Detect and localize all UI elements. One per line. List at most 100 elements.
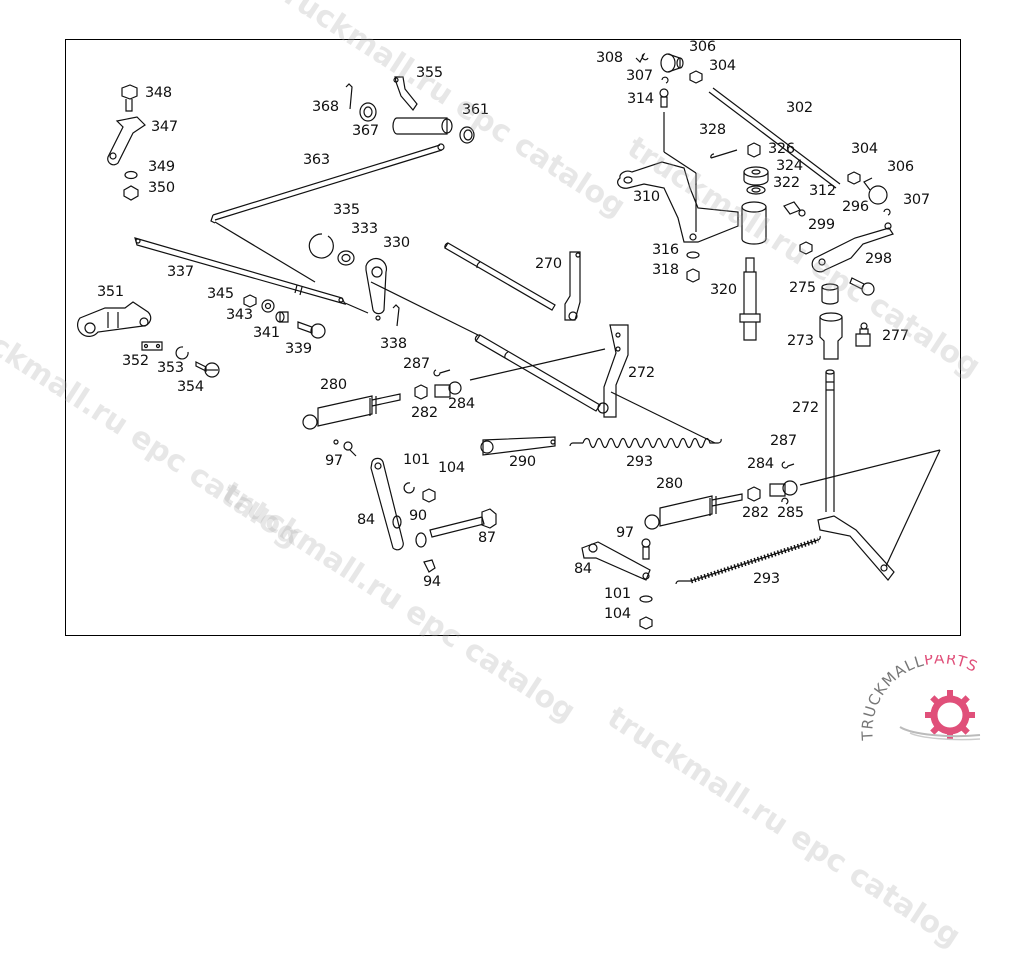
washer-349	[124, 170, 138, 180]
part-label-282b: 282	[742, 505, 769, 521]
screw-354	[195, 361, 220, 378]
tie-rod-302	[708, 87, 841, 189]
nut-282	[414, 384, 428, 400]
leader-line	[610, 391, 716, 444]
part-label-84a: 84	[357, 512, 375, 528]
spacer-341	[275, 311, 289, 323]
part-label-337: 337	[167, 264, 194, 280]
part-label-338: 338	[380, 336, 407, 352]
ball-stud-314	[659, 88, 669, 108]
part-label-347: 347	[151, 119, 178, 135]
part-label-368: 368	[312, 99, 339, 115]
cotter-pin-338	[392, 304, 400, 327]
washer-322	[746, 185, 766, 195]
bolt-87	[429, 508, 497, 538]
part-label-351: 351	[97, 284, 124, 300]
part-label-296: 296	[842, 199, 869, 215]
bracket-351	[77, 301, 152, 337]
washer-101	[403, 482, 415, 494]
part-label-287b: 287	[770, 433, 797, 449]
part-label-310: 310	[633, 189, 660, 205]
nut-326	[747, 142, 761, 158]
nut-350	[123, 185, 139, 201]
leader-line	[214, 221, 316, 283]
part-label-355: 355	[416, 65, 443, 81]
truckmallparts-logo: TRUCKMALLPARTS	[858, 655, 981, 742]
bolt-298	[849, 277, 875, 296]
part-label-84b: 84	[574, 561, 592, 577]
grease-fitting-312	[783, 201, 806, 217]
part-label-307b: 307	[903, 192, 930, 208]
cylinder-280b	[644, 493, 743, 530]
ball-stud-97	[333, 439, 357, 457]
part-label-339: 339	[285, 341, 312, 357]
part-label-320: 320	[710, 282, 737, 298]
lever-84	[370, 457, 404, 551]
part-label-350: 350	[148, 180, 175, 196]
shaft-270	[444, 242, 581, 321]
shift-foot-272	[817, 515, 895, 581]
leader-line	[799, 449, 941, 486]
lever-330	[365, 257, 388, 321]
logo-text-truckmall: TRUCKMALL	[858, 655, 926, 742]
part-label-352: 352	[122, 353, 149, 369]
part-label-304b: 304	[851, 141, 878, 157]
cylinder-280	[302, 393, 401, 430]
part-label-290: 290	[509, 454, 536, 470]
washer-90	[415, 532, 427, 548]
pivot-pin-320	[739, 257, 761, 341]
clip-308	[635, 52, 649, 64]
bushing-324	[743, 166, 769, 186]
ring-307b	[883, 208, 891, 216]
part-label-97a: 97	[325, 453, 343, 469]
part-label-330: 330	[383, 235, 410, 251]
part-label-312: 312	[809, 183, 836, 199]
part-label-101a: 101	[403, 452, 430, 468]
boss-310	[741, 201, 767, 245]
part-label-349: 349	[148, 159, 175, 175]
socket-306a	[660, 53, 684, 73]
bolt-348	[121, 84, 138, 112]
part-label-298: 298	[865, 251, 892, 267]
part-label-308: 308	[596, 50, 623, 66]
leader-line	[885, 449, 941, 567]
ring-285	[781, 497, 789, 505]
bushing-275	[821, 283, 839, 305]
part-label-101b: 101	[604, 586, 631, 602]
nut-282b	[747, 486, 761, 502]
shaft-272	[474, 324, 629, 418]
bell-crank-310	[617, 161, 739, 243]
part-label-272b: 272	[792, 400, 819, 416]
part-label-287a: 287	[403, 356, 430, 372]
washer-367	[359, 102, 377, 122]
part-label-282a: 282	[411, 405, 438, 421]
part-label-299: 299	[808, 217, 835, 233]
logo-swoosh-2	[909, 732, 981, 741]
washer-316	[686, 251, 700, 259]
diagram-frame	[65, 39, 961, 636]
part-label-354: 354	[177, 379, 204, 395]
bracket-347	[107, 116, 146, 166]
part-label-306a: 306	[689, 39, 716, 55]
part-label-97b: 97	[616, 525, 634, 541]
part-label-273: 273	[787, 333, 814, 349]
logo-swoosh	[899, 726, 981, 738]
ball-stud-97b	[641, 538, 651, 560]
part-label-293b: 293	[753, 571, 780, 587]
nut-318	[686, 268, 700, 283]
part-label-306b: 306	[887, 159, 914, 175]
joint-284b	[769, 480, 798, 497]
key-94	[423, 559, 436, 573]
part-label-363: 363	[303, 152, 330, 168]
arm-290	[480, 436, 556, 456]
nut-345	[243, 294, 257, 308]
spring-293b	[675, 535, 821, 585]
rod-363	[210, 143, 445, 224]
strut-337	[134, 237, 347, 305]
part-label-280a: 280	[320, 377, 347, 393]
clip-352	[141, 341, 163, 351]
part-label-104b: 104	[604, 606, 631, 622]
part-label-318: 318	[652, 262, 679, 278]
part-label-333: 333	[351, 221, 378, 237]
part-label-345: 345	[207, 286, 234, 302]
